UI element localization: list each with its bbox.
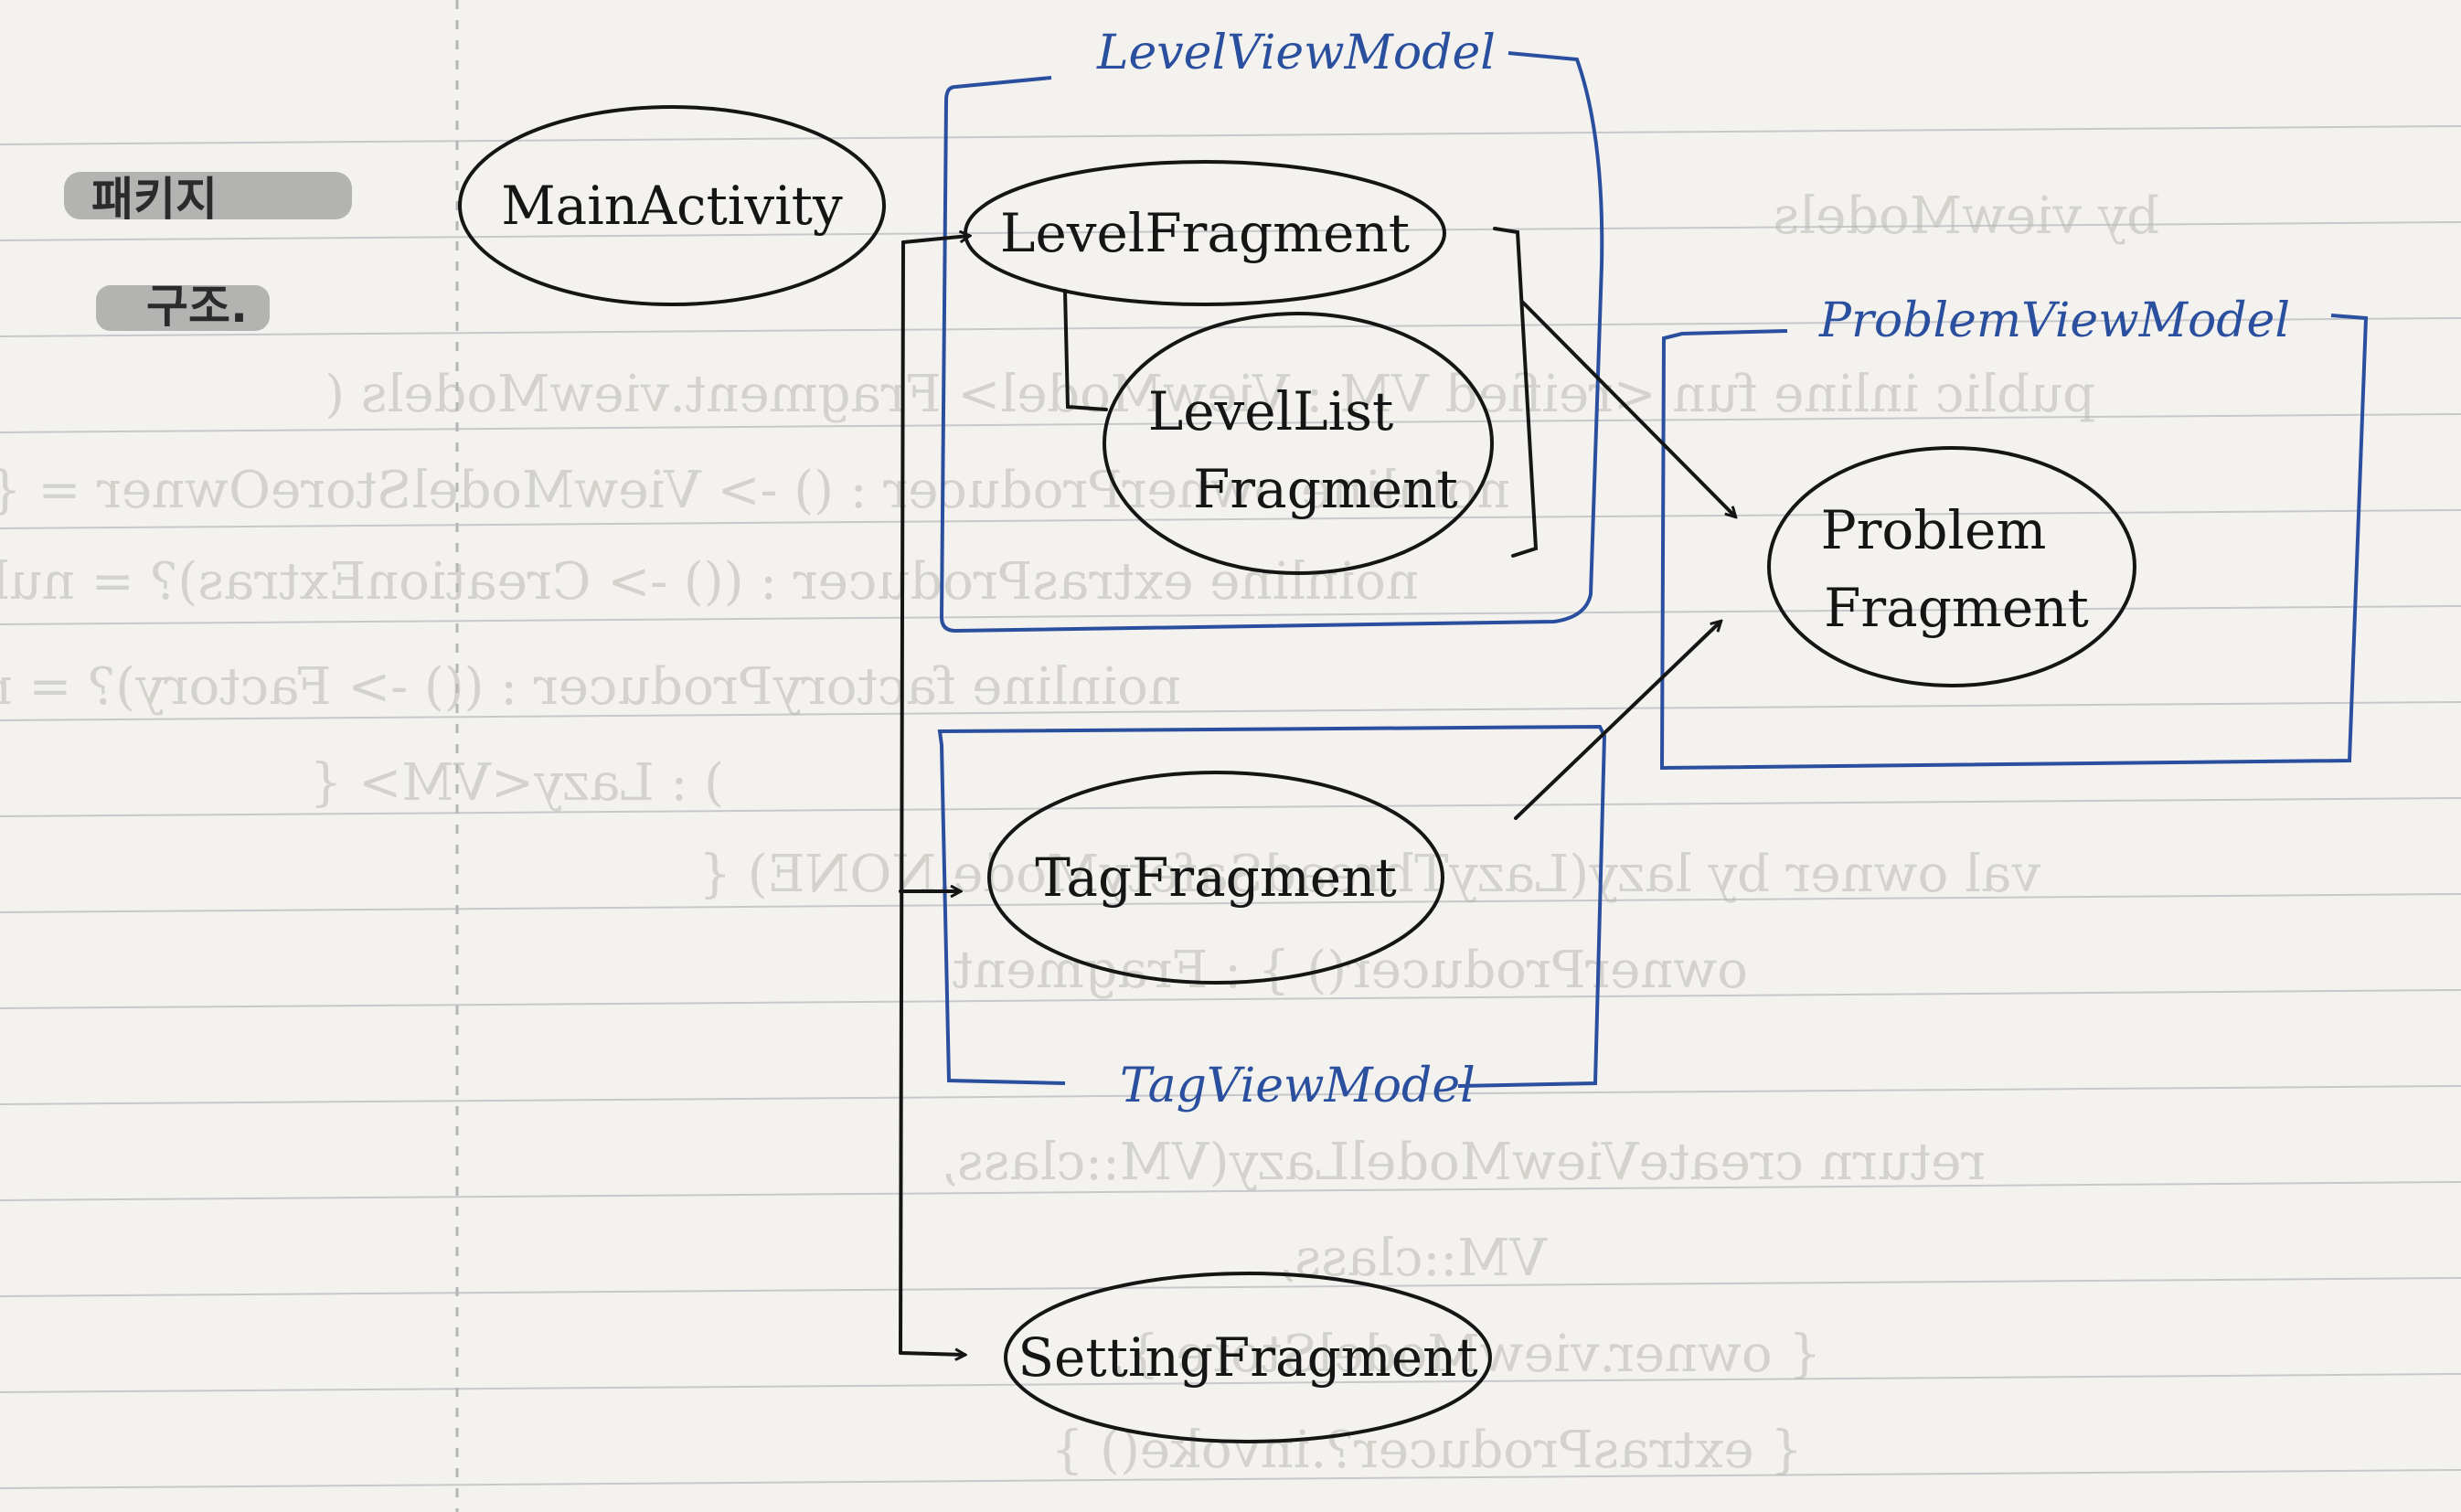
main-to-level-arrow xyxy=(901,236,969,244)
ghost-line: return createViewModelLazy(VM::class, xyxy=(941,1133,1986,1192)
ruled-line xyxy=(0,989,2461,1009)
ruled-line xyxy=(0,1085,2461,1105)
tag-to-problem-arrow xyxy=(1514,622,1721,820)
ghost-line: noinline factoryProducer : (() -> Factor… xyxy=(0,657,1181,717)
tag-view-model-box xyxy=(937,724,1607,1088)
problem-view-model-box xyxy=(1659,314,2369,771)
problem-fragment-label-line: Fragment xyxy=(1824,577,2089,639)
level-list-fragment-label-line: LevelList xyxy=(1148,380,1394,442)
problem-fragment-ellipse xyxy=(1767,446,2136,687)
setting-fragment-label: SettingFragment xyxy=(1017,1326,1477,1389)
main-to-setting-arrow xyxy=(899,1353,964,1355)
level-fragment-node: LevelFragment xyxy=(964,160,1446,306)
level-list-fragment-node: LevelList Fragment xyxy=(1103,312,1494,575)
tag-view-model-label: TagViewModel xyxy=(1120,1059,1476,1113)
ruled-line xyxy=(0,317,2461,337)
ghost-line: { extrasProducer?.invoke() } xyxy=(1051,1421,1803,1480)
level-view-model-label: LevelViewModel xyxy=(1096,26,1496,80)
ruled-line xyxy=(0,701,2461,721)
level-fragment-label: LevelFragment xyxy=(1000,202,1410,264)
level-list-fragment-label-line: Fragment xyxy=(1193,458,1458,520)
ruled-line xyxy=(0,413,2461,433)
main-spine-line xyxy=(899,240,905,1355)
main-activity-ellipse xyxy=(458,105,886,306)
side-note-highlight xyxy=(96,285,270,331)
notebook-ruled-lines xyxy=(0,125,2461,1489)
ruled-line xyxy=(0,1181,2461,1201)
setting-fragment-ellipse xyxy=(1004,1272,1492,1443)
ruled-line xyxy=(0,1373,2461,1393)
ruled-line xyxy=(0,605,2461,625)
level-bracket-line xyxy=(1493,227,1539,558)
tag-fragment-label: TagFragment xyxy=(1035,847,1397,909)
nodes: MainActivity LevelFragment LevelList Fra… xyxy=(458,105,2136,1443)
ruled-line xyxy=(0,893,2461,913)
background-ghost-text: by viewModels public inline fun <reified… xyxy=(0,186,2159,1480)
connectors xyxy=(899,227,1735,1355)
ghost-line: VM::class, xyxy=(1279,1229,1548,1288)
ruled-line xyxy=(0,1469,2461,1489)
ghost-line: by viewModels xyxy=(1773,186,2159,246)
ruled-line xyxy=(0,797,2461,817)
level-list-fragment-ellipse xyxy=(1103,312,1494,575)
main-activity-label: MainActivity xyxy=(501,175,843,237)
ruled-line xyxy=(0,221,2461,241)
side-note-line: 패키지 xyxy=(91,173,218,226)
side-note-line: 구조. xyxy=(146,280,248,333)
side-note-highlight xyxy=(64,172,352,219)
ghost-line: val owner by lazy(LazyThreadSafetyMode.N… xyxy=(698,845,2041,904)
ghost-line: ) : Lazy<VM> { xyxy=(310,753,724,813)
problem-fragment-label-line: Problem xyxy=(1821,499,2047,561)
problem-view-model-label: ProblemViewModel xyxy=(1818,293,2290,348)
ruled-line xyxy=(0,125,2461,145)
ghost-line: ownerProducer() } : Fragment xyxy=(952,941,1748,1000)
ghost-line: { owner.viewModelStore }, xyxy=(1111,1325,1821,1384)
tag-fragment-ellipse xyxy=(987,771,1444,985)
view-model-groups: LevelViewModel ProblemViewModel TagViewM… xyxy=(937,26,2369,1113)
level-to-level-list-line xyxy=(1063,289,1108,411)
side-note: 패키지 구조. xyxy=(64,172,352,333)
ruled-line xyxy=(0,509,2461,529)
ghost-line: noinline extrasProducer : (() -> Creatio… xyxy=(0,552,1419,612)
setting-fragment-node: SettingFragment xyxy=(1004,1272,1492,1443)
level-view-model-box xyxy=(939,51,1604,634)
level-to-problem-arrow xyxy=(1520,300,1735,516)
problem-fragment-node: Problem Fragment xyxy=(1767,446,2136,687)
ghost-line: noinline ownerProducer : () -> ViewModel… xyxy=(0,461,1510,520)
main-activity-node: MainActivity xyxy=(458,105,886,306)
ghost-line: public inline fun <reified VM : ViewMode… xyxy=(325,365,2095,424)
level-fragment-ellipse xyxy=(964,160,1446,306)
tag-fragment-node: TagFragment xyxy=(987,771,1444,985)
ruled-line xyxy=(0,1277,2461,1297)
